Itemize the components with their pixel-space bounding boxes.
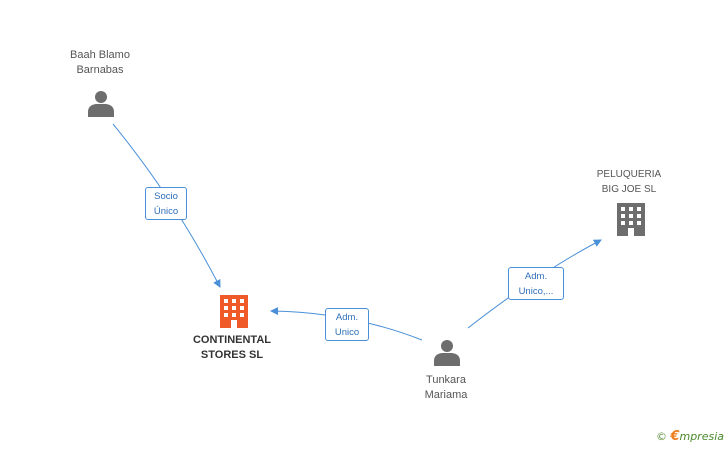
edge-label-line: Adm. bbox=[335, 312, 359, 323]
node-name-line: Tunkara bbox=[426, 374, 466, 386]
node-label-tunkara[interactable]: Tunkara Mariama bbox=[404, 373, 488, 403]
node-label-continental[interactable]: CONTINENTAL STORES SL bbox=[180, 333, 284, 363]
edge-label-line: Unico,... bbox=[518, 286, 554, 297]
building-icon[interactable] bbox=[617, 203, 645, 236]
edge-label-adm-unico-trunc[interactable]: Adm. Unico,... bbox=[508, 267, 564, 300]
node-name-line: STORES SL bbox=[200, 349, 264, 361]
node-name-line: CONTINENTAL bbox=[192, 334, 271, 346]
brand-name: mpresia bbox=[679, 430, 724, 443]
node-name-line: BIG JOE SL bbox=[601, 184, 657, 195]
node-name-line: Baah Blamo bbox=[70, 49, 130, 61]
edge-label-line: Unico bbox=[334, 327, 360, 338]
edge-label-line: Adm. bbox=[524, 271, 548, 282]
edge-label-line: Socio bbox=[154, 191, 178, 202]
node-label-baah[interactable]: Baah Blamo Barnabas bbox=[58, 48, 142, 78]
edge-label-adm-unico[interactable]: Adm. Unico bbox=[325, 308, 369, 341]
person-icon[interactable] bbox=[434, 340, 460, 366]
brand-initial: € bbox=[670, 429, 680, 444]
person-icon[interactable] bbox=[88, 91, 114, 117]
empresia-watermark: © €mpresia bbox=[656, 429, 724, 444]
node-name-line: Barnabas bbox=[76, 64, 124, 76]
building-icon[interactable] bbox=[220, 295, 248, 328]
copyright-symbol: © bbox=[655, 430, 667, 443]
edge-label-socio-unico[interactable]: Socio Único bbox=[145, 187, 187, 220]
node-name-line: PELUQUERIA bbox=[596, 169, 662, 180]
edge-label-line: Único bbox=[153, 206, 179, 217]
node-label-peluqueria[interactable]: PELUQUERIA BIG JOE SL bbox=[582, 167, 676, 197]
node-name-line: Mariama bbox=[424, 389, 468, 401]
